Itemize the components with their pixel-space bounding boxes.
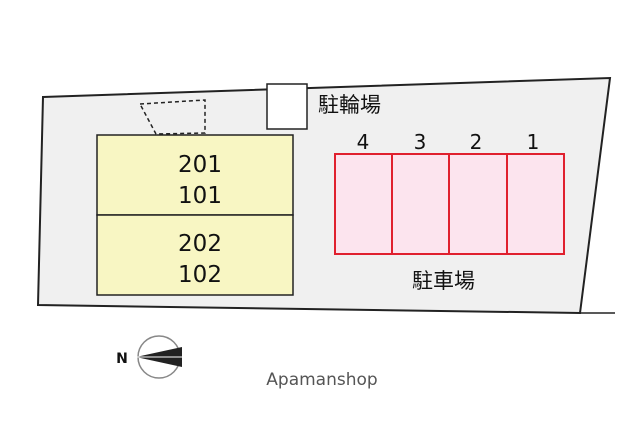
parking-space-number-2: 2 <box>470 130 483 154</box>
parking-space-2 <box>448 153 508 255</box>
car-parking-area: 4 3 2 1 <box>334 130 565 255</box>
parking-space-3 <box>391 153 450 255</box>
parking-space-1 <box>506 153 565 255</box>
bicycle-parking-label: 駐輪場 <box>318 93 381 117</box>
building: 201 101 202 102 <box>96 134 294 296</box>
parking-space-4 <box>334 153 393 255</box>
parking-space-number-4: 4 <box>357 130 370 154</box>
unit-102-label: 102 <box>178 262 222 288</box>
unit-101-label: 101 <box>178 183 222 209</box>
parking-space-number-3: 3 <box>414 130 427 154</box>
dashed-area-outline <box>139 99 206 135</box>
unit-202-label: 202 <box>178 231 222 257</box>
bicycle-parking-box <box>266 83 308 130</box>
watermark-text: Apamanshop <box>266 370 377 390</box>
building-unit-north <box>96 134 294 216</box>
car-parking-label: 駐車場 <box>412 269 475 293</box>
parking-space-number-1: 1 <box>527 130 540 154</box>
north-arrow-icon: N <box>116 335 182 379</box>
building-unit-south <box>96 214 294 296</box>
compass-letter: N <box>116 351 128 367</box>
unit-201-label: 201 <box>178 152 222 178</box>
